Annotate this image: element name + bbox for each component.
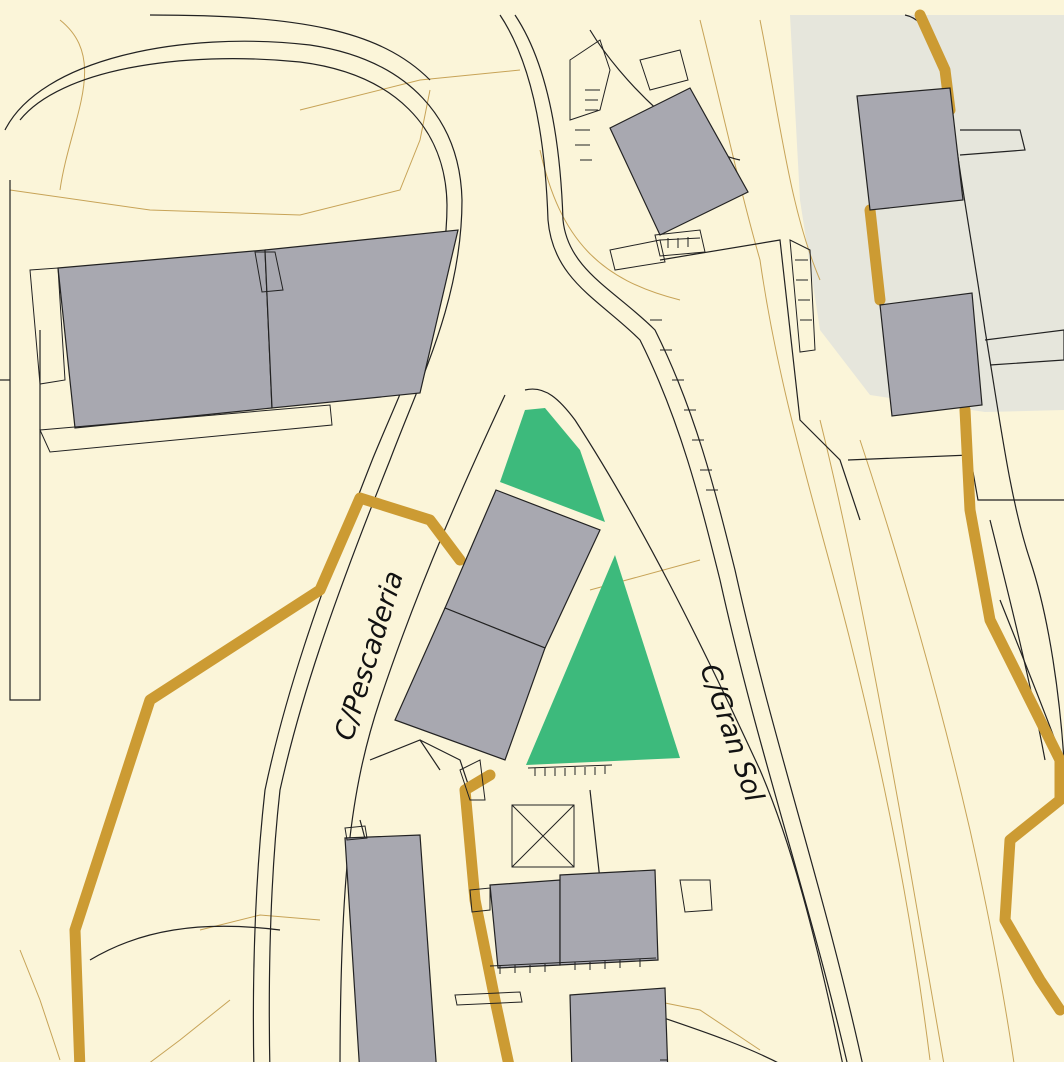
building [609,87,749,236]
building [264,229,459,409]
structure-details [29,39,816,1006]
building [394,607,546,761]
contour-lines [9,19,1016,1071]
building [344,834,438,1075]
building [569,987,669,1075]
green-area [500,408,605,522]
building [559,869,659,966]
building [57,249,273,429]
building [856,87,964,211]
building [489,879,561,969]
green-area [526,555,680,765]
buildings [57,87,983,1075]
building [879,292,983,417]
hatch-marks [489,89,812,1071]
green-areas [500,408,680,765]
bottom-edge [0,1062,1064,1075]
